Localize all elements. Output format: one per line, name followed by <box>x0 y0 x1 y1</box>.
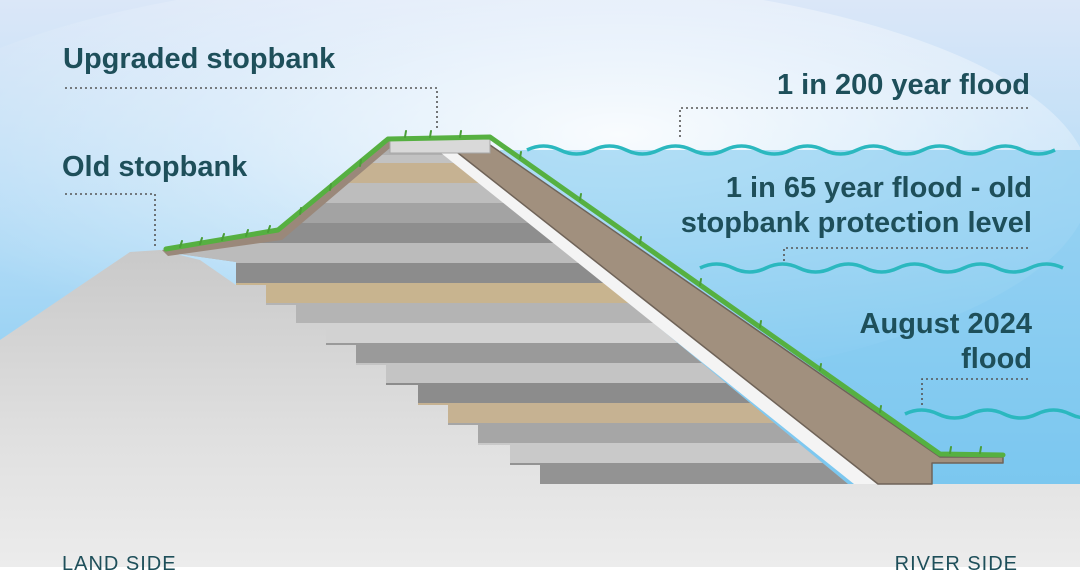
label-65-year-flood-line1: 1 in 65 year flood - old <box>725 172 1032 204</box>
label-august-2024-flood: August 2024 flood <box>860 307 1032 378</box>
filter-layer <box>441 153 878 484</box>
label-august-2024-line1: August 2024 <box>859 308 1032 340</box>
label-upgraded-stopbank: Upgraded stopbank <box>63 43 336 75</box>
leader-lines <box>65 87 1028 407</box>
grass-tufts <box>179 130 982 454</box>
label-65-year-flood: 1 in 65 year flood - old stopbank protec… <box>681 171 1032 242</box>
water-line-200-year <box>526 144 1056 156</box>
leader-200-year <box>679 107 1028 140</box>
land-side-label: LAND SIDE <box>62 553 177 575</box>
label-august-2024-line2: flood <box>961 343 1032 376</box>
clay-cap-river-face <box>457 144 1004 485</box>
label-65-year-flood-line2: stopbank protection level <box>680 207 1032 240</box>
leader-old-stopbank <box>65 193 156 246</box>
leader-65-year <box>783 247 1028 262</box>
water-line-65-year <box>699 262 1064 274</box>
leader-august-2024 <box>921 378 1028 407</box>
label-200-year-flood: 1 in 200 year flood <box>776 69 1030 101</box>
grass-icon <box>163 134 1006 458</box>
water-line-august-2024 <box>904 408 1080 420</box>
label-old-stopbank: Old stopbank <box>62 151 248 183</box>
river-side-label: RIVER SIDE <box>894 553 1018 575</box>
ground-and-old-stopbank <box>0 250 1080 567</box>
leader-upgraded-stopbank <box>65 87 438 130</box>
